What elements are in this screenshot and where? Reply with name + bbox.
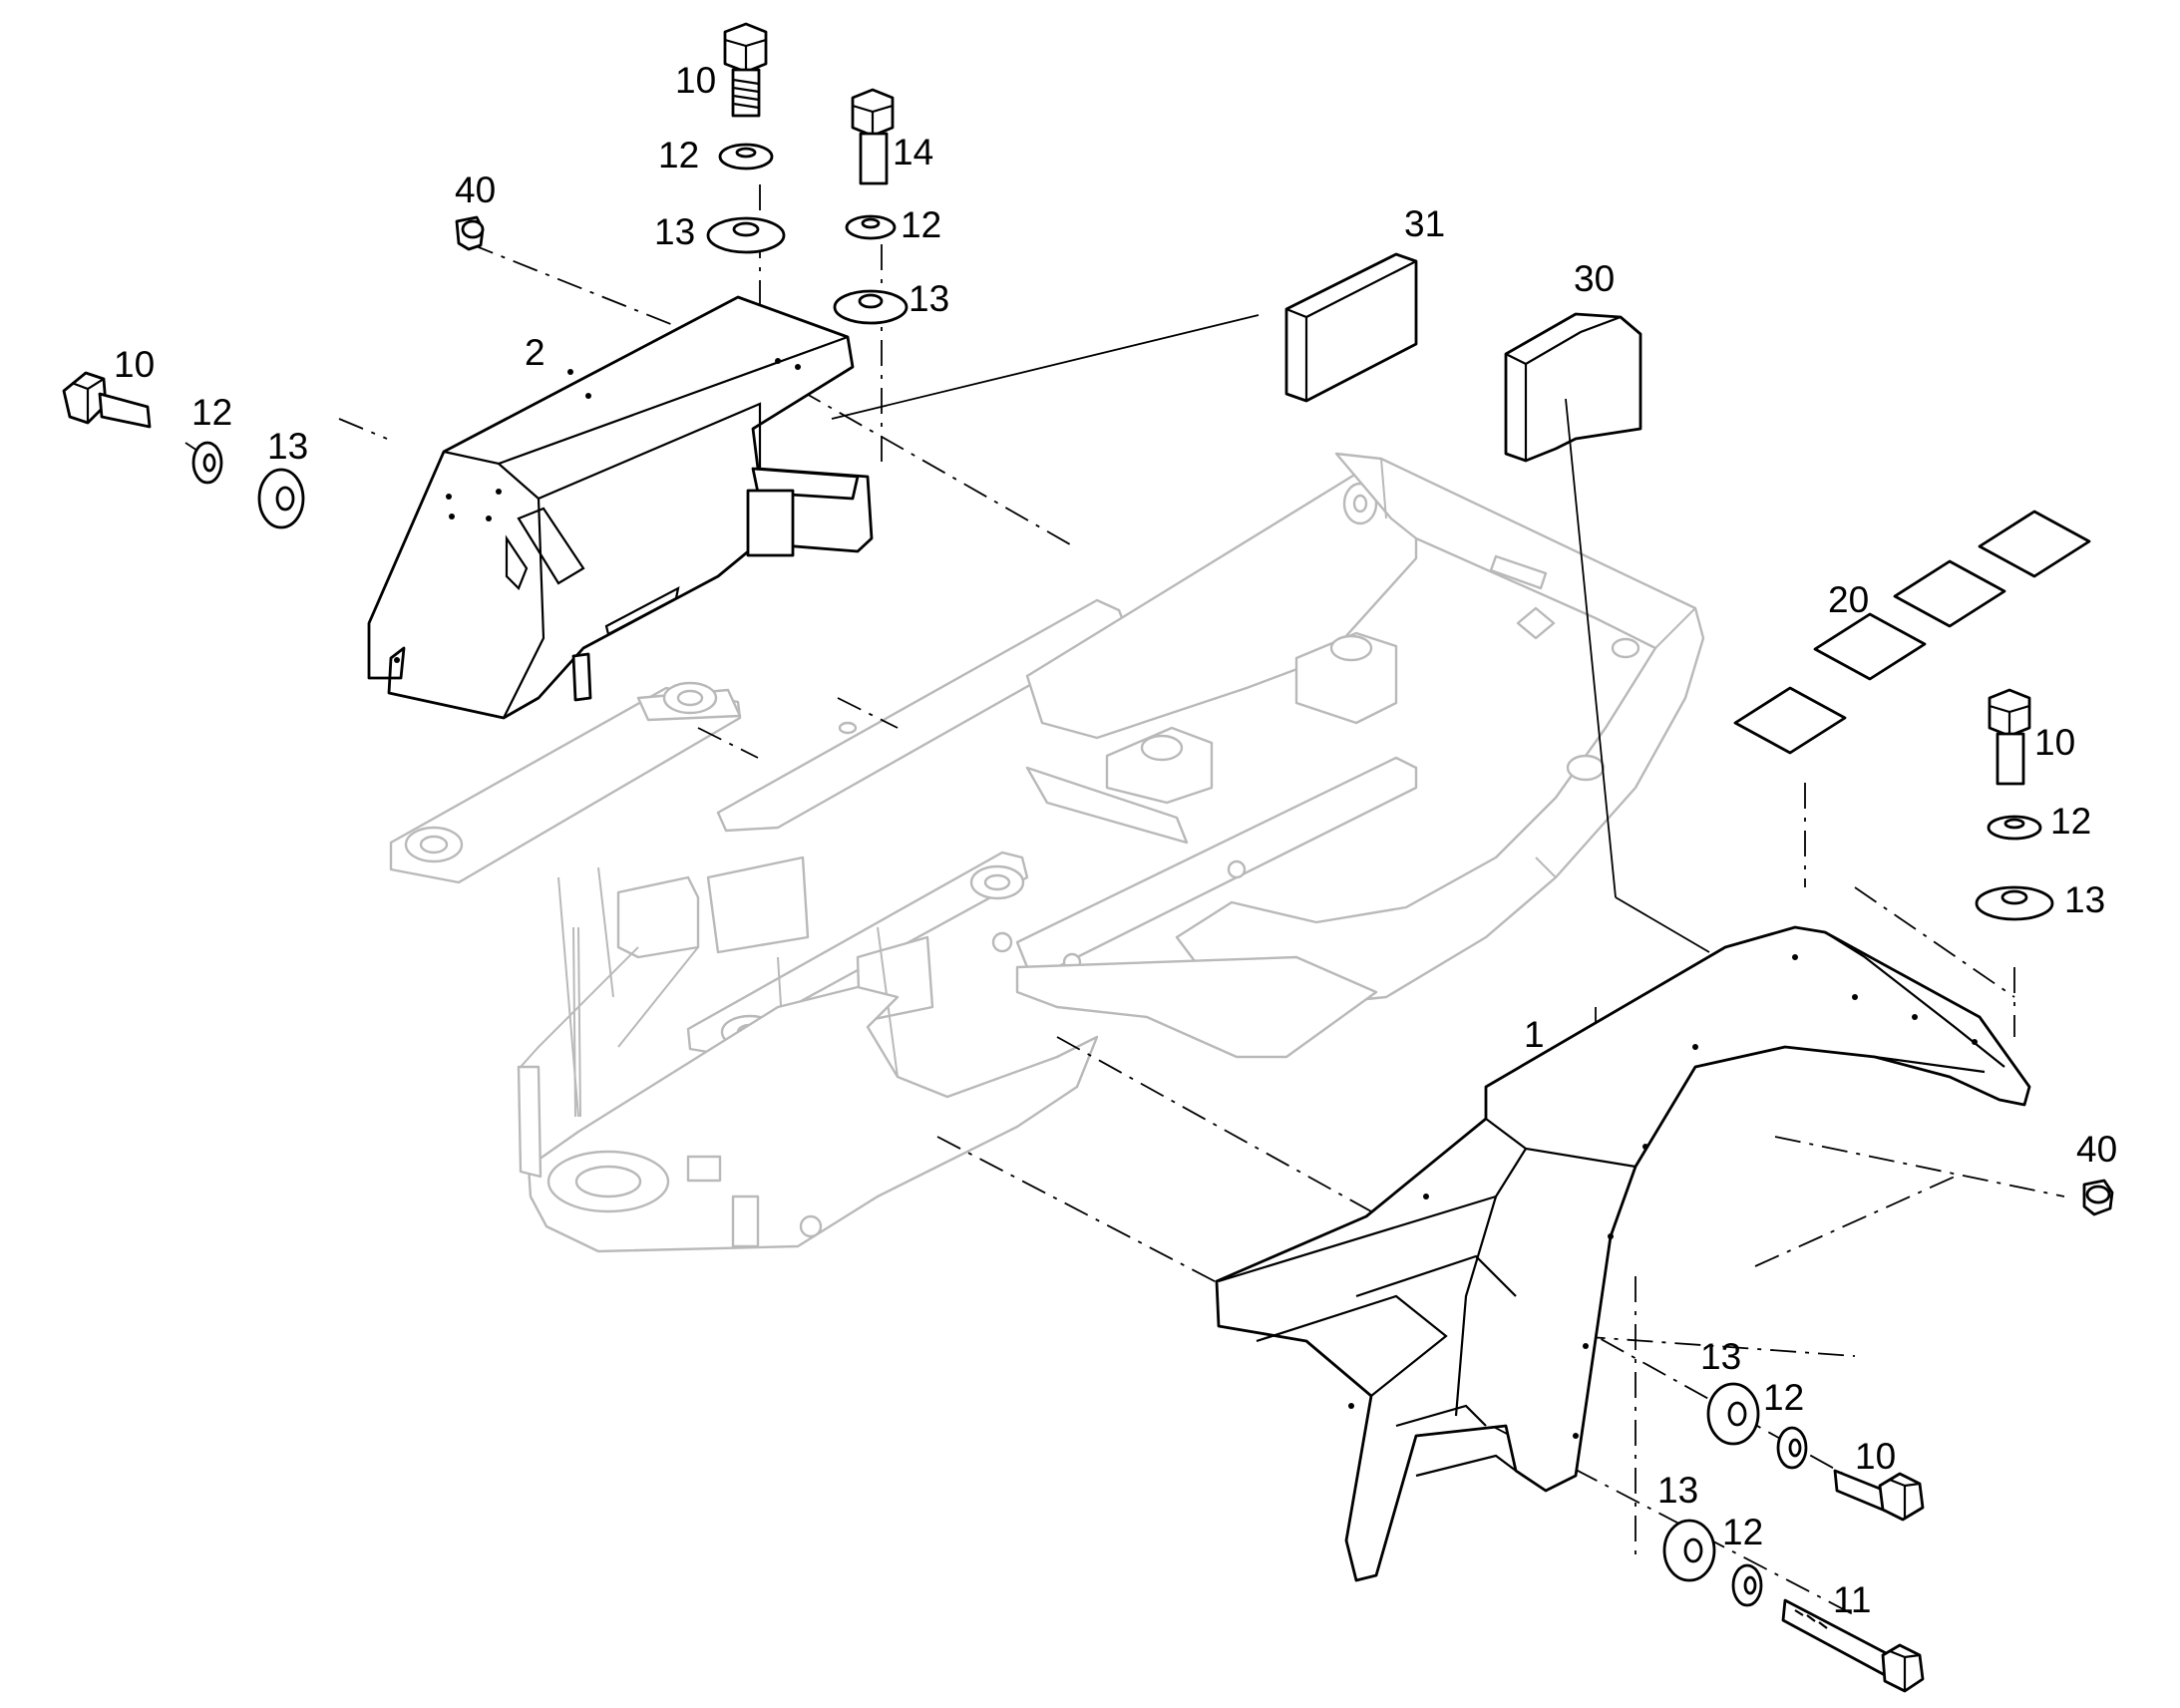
- callout-12: 12: [1722, 1512, 1763, 1552]
- washer-12-bottom-b: [1731, 1563, 1763, 1607]
- washer-12-top: [718, 143, 774, 171]
- callout-13: 13: [1700, 1336, 1741, 1377]
- bolt-11: [1781, 1598, 1925, 1693]
- pad-parts-20: [1733, 510, 2091, 755]
- bolt-10-bottom: [1833, 1469, 1925, 1522]
- callout-13: 13: [2064, 879, 2105, 920]
- callout-10: 10: [1855, 1436, 1896, 1477]
- washer-13-right: [833, 289, 908, 325]
- cap-40-right: [2082, 1179, 2114, 1216]
- cap-40-left: [455, 215, 485, 251]
- washer-12-left: [191, 441, 223, 485]
- main-frame-ghost: [389, 452, 1705, 1253]
- callout-12: 12: [191, 392, 232, 433]
- callout-1: 1: [1524, 1014, 1545, 1055]
- washer-13-right-lower: [1975, 885, 2054, 921]
- callout-2: 2: [525, 332, 545, 373]
- callout-40: 40: [2076, 1129, 2117, 1170]
- washer-13-top: [706, 216, 786, 254]
- bolt-10-top: [723, 22, 768, 118]
- callout-10: 10: [2034, 722, 2075, 763]
- callout-13: 13: [908, 278, 949, 319]
- callout-12: 12: [901, 204, 941, 245]
- callout-11: 11: [1833, 1579, 1871, 1620]
- bolt-14: [851, 88, 895, 185]
- cover-part-2: [367, 295, 874, 720]
- callout-20: 20: [1828, 579, 1869, 620]
- washer-13-left: [257, 468, 305, 529]
- callout-12: 12: [1763, 1377, 1804, 1418]
- callout-30: 30: [1574, 258, 1615, 299]
- callout-10: 10: [114, 344, 155, 385]
- washer-13-bottom-a: [1706, 1382, 1760, 1446]
- callout-12: 12: [658, 135, 699, 175]
- cover-part-1: [1215, 925, 2031, 1582]
- washer-12-bottom-a: [1776, 1426, 1808, 1470]
- callout-13: 13: [1657, 1470, 1698, 1511]
- washer-13-bottom-b: [1662, 1519, 1716, 1582]
- callout-10: 10: [675, 60, 716, 101]
- pad-part-30: [1504, 312, 1642, 463]
- callout-12: 12: [2050, 801, 2091, 842]
- callout-40: 40: [455, 170, 496, 210]
- callout-14: 14: [893, 132, 933, 172]
- pad-part-31: [1284, 252, 1418, 403]
- bolt-10-right: [1988, 688, 2031, 786]
- washer-12-right: [845, 214, 897, 240]
- callout-13: 13: [654, 211, 695, 252]
- callout-labels: 10 12 13 14 12 13 40 2 10 12 13 31 30 20…: [114, 60, 2117, 1620]
- callout-13: 13: [267, 426, 308, 467]
- callout-31: 31: [1404, 203, 1445, 244]
- bolt-10-left: [62, 371, 152, 429]
- washer-12-right-lower: [1987, 815, 2042, 841]
- leader-lines: [184, 314, 1710, 953]
